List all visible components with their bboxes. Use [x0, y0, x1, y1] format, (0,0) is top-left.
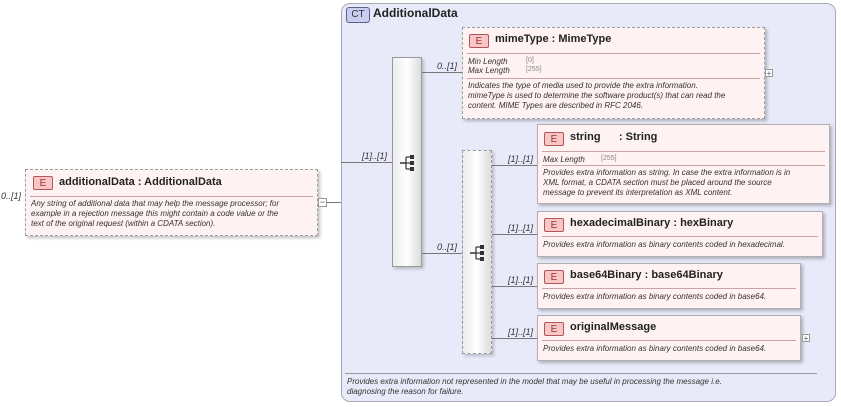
separator	[542, 151, 825, 152]
facet-value: [0]	[526, 57, 534, 64]
element-badge: E	[544, 270, 564, 284]
choice-cardinality: [1]..[1]	[508, 154, 534, 164]
separator	[30, 196, 313, 197]
root-element-box[interactable]: E additionalData : AdditionalData Any st…	[25, 169, 318, 236]
connector-line	[422, 72, 462, 73]
element-doc: Any string of additional data that may h…	[31, 199, 280, 228]
choice-cardinality: 0..[1]	[437, 242, 458, 252]
separator	[467, 53, 760, 54]
element-type: : MimeType	[551, 33, 612, 45]
expand-toggle[interactable]: +	[765, 69, 773, 78]
separator	[345, 373, 817, 374]
hexbinary-element-box[interactable]: E hexadecimalBinary : hexBinary Provides…	[537, 211, 823, 257]
complex-type-doc: Provides extra information not represent…	[347, 377, 722, 396]
complex-type-name: AdditionalData	[373, 6, 458, 20]
connector-line	[492, 165, 537, 166]
choice-cardinality: [1]..[1]	[508, 223, 534, 233]
sequence-compositor[interactable]	[392, 57, 422, 267]
facet-value: [255]	[601, 155, 617, 162]
complex-type-badge: CT	[346, 7, 370, 23]
element-name: base64Binary	[570, 269, 642, 281]
element-badge: E	[544, 132, 564, 146]
expand-toggle[interactable]: +	[802, 334, 810, 343]
element-type: : hexBinary	[673, 217, 734, 229]
element-doc: Provides extra information as binary con…	[543, 240, 785, 249]
base64binary-element-box[interactable]: E base64Binary : base64Binary Provides e…	[537, 263, 801, 309]
element-type: : base64Binary	[644, 269, 723, 281]
separator	[542, 236, 818, 237]
connector-line	[492, 286, 537, 287]
connector-line	[492, 234, 537, 235]
sequence-icon	[400, 155, 414, 171]
separator	[542, 340, 796, 341]
element-doc: Provides extra information as string. In…	[543, 168, 791, 197]
element-type: : AdditionalData	[137, 176, 222, 188]
string-element-box[interactable]: E string : String Max Length [255] Provi…	[537, 124, 830, 204]
collapse-toggle[interactable]: −	[318, 197, 327, 207]
choice-cardinality: [1]..[1]	[508, 327, 534, 337]
connector-line	[492, 338, 537, 339]
connector-line	[341, 162, 392, 163]
mimetype-element-box[interactable]: E mimeType : MimeType Min Length [0] Max…	[462, 27, 765, 119]
facet-label: Max Length	[468, 66, 510, 75]
element-badge: E	[544, 322, 564, 336]
connector-line	[422, 253, 462, 254]
separator	[467, 78, 760, 79]
sequence-cardinality: [1]..[1]	[362, 151, 388, 161]
facet-value: [255]	[526, 66, 542, 73]
separator	[542, 288, 796, 289]
facet-label: Min Length	[468, 57, 508, 66]
root-cardinality: 0..[1]	[1, 191, 22, 201]
facet-label: Max Length	[543, 155, 585, 164]
element-doc: Provides extra information as binary con…	[543, 344, 767, 353]
element-badge: E	[544, 218, 564, 232]
element-badge: E	[33, 176, 53, 190]
choice-icon	[470, 245, 484, 261]
element-name: originalMessage	[570, 321, 657, 333]
element-name: string	[570, 131, 601, 143]
element-doc: Indicates the type of media used to prov…	[468, 81, 726, 110]
separator	[542, 165, 825, 166]
element-badge: E	[469, 34, 489, 48]
element-type: : String	[618, 131, 658, 143]
element-name: additionalData	[59, 176, 135, 188]
element-name: mimeType	[495, 33, 549, 45]
connector-line	[327, 202, 341, 203]
element-doc: Provides extra information as binary con…	[543, 292, 767, 301]
mime-cardinality: 0..[1]	[437, 61, 458, 71]
element-name: hexadecimalBinary	[570, 217, 671, 229]
choice-compositor[interactable]	[462, 150, 492, 354]
originalmessage-element-box[interactable]: E originalMessage Provides extra informa…	[537, 315, 801, 361]
choice-cardinality: [1]..[1]	[508, 275, 534, 285]
